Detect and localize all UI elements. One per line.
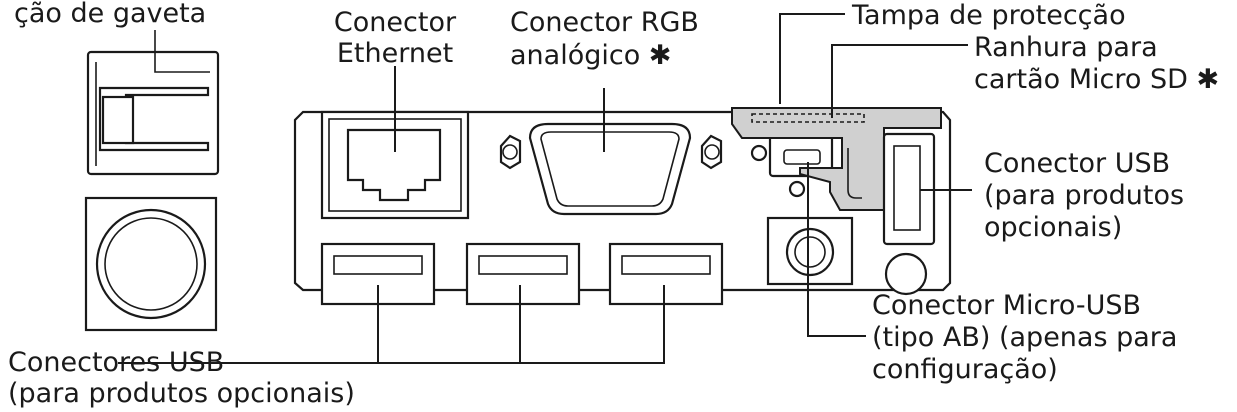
label-ethernet-line2: Ethernet — [337, 38, 453, 69]
label-usb-bottom-line2: (para produtos opcionais) — [8, 378, 355, 409]
usb-port-bottom-3 — [608, 242, 724, 306]
label-ethernet-line1: Conector — [334, 7, 457, 38]
screw-hole — [884, 252, 928, 296]
label-usb-right-line2: (para produtos — [984, 180, 1184, 211]
rear-panel — [293, 107, 952, 306]
usb-port-bottom-2 — [465, 242, 581, 306]
label-protective-cover: Tampa de protecção — [851, 0, 1126, 31]
label-micro-usb-line2: (tipo AB) (apenas para — [872, 322, 1177, 353]
label-micro-usb-line3: configuração) — [872, 354, 1058, 385]
label-drawer-connector: ção de gaveta — [14, 0, 206, 29]
label-microsd-line1: Ranhura para — [974, 32, 1158, 63]
rgb-port — [499, 122, 723, 216]
label-rgb-line2: analógico ✱ — [510, 40, 671, 71]
drawer-connector-block — [86, 30, 220, 176]
label-usb-right-line3: opcionais) — [984, 212, 1122, 243]
indicator-led — [750, 144, 768, 162]
leader-lines — [118, 13, 972, 364]
protective-cover — [731, 107, 942, 211]
power-button-block — [84, 196, 218, 332]
label-usb-right-line1: Conector USB — [984, 148, 1170, 179]
usb-port-right — [882, 132, 936, 246]
indicator-led — [788, 180, 806, 198]
label-rgb-line1: Conector RGB — [510, 7, 699, 38]
label-usb-bottom-line1: Conectores USB — [8, 347, 224, 378]
dc-jack — [766, 216, 854, 286]
label-micro-usb-line1: Conector Micro-USB — [872, 290, 1141, 321]
label-microsd-line2: cartão Micro SD ✱ — [974, 64, 1219, 95]
